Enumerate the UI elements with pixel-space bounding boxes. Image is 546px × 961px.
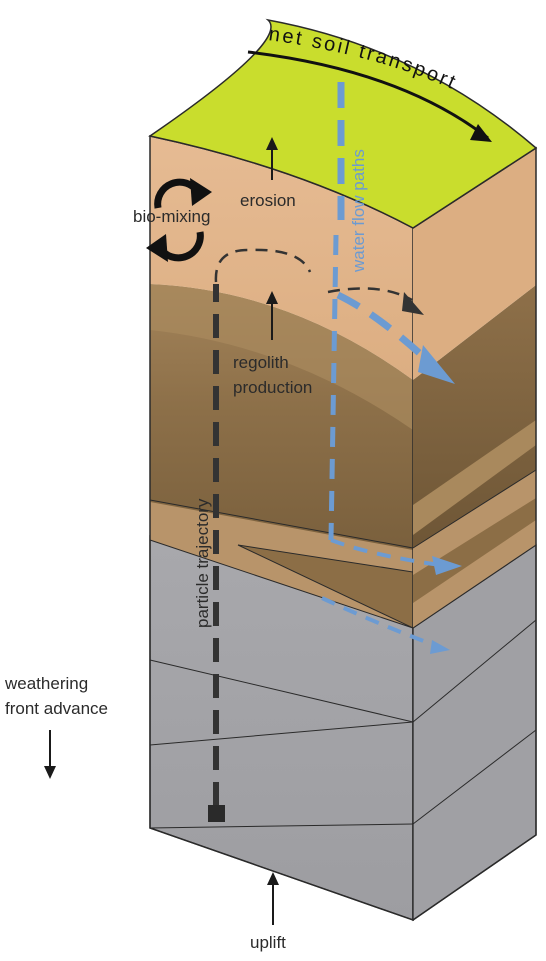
regolith-layer-side	[413, 285, 536, 548]
particle-trajectory-label: particle trajectory	[193, 498, 212, 628]
bedrock-fractures	[149, 499, 414, 829]
erosion-arrowhead	[266, 137, 278, 150]
regolith-production-label-line1: regolith	[233, 353, 289, 372]
particle-marker	[208, 805, 225, 822]
regolith-production-label-line2: production	[233, 378, 312, 397]
water-flow-paths	[321, 82, 443, 650]
regolith-production-arrowhead	[266, 291, 278, 304]
particle-trajectory-path	[213, 248, 413, 806]
uplift-label: uplift	[250, 933, 286, 952]
water-flow-paths-label: water flow paths	[349, 149, 368, 273]
topsoil-layer-side	[413, 148, 536, 380]
saprolite-dark-stripe-side	[413, 498, 536, 603]
weathering-front-arrowhead	[44, 766, 56, 779]
side-strata-lines	[412, 469, 537, 825]
water-arrowhead-lower	[430, 640, 450, 654]
weathering-front-label-line1: weathering	[4, 674, 88, 693]
weathering-front-label-line2: front advance	[5, 699, 108, 718]
water-arrowhead-upper	[418, 345, 455, 384]
net-soil-transport-arrow	[247, 50, 489, 140]
net-soil-transport-arrowhead	[470, 124, 492, 142]
water-arrowhead-middle	[432, 556, 462, 575]
particle-trajectory-arrowhead	[402, 292, 424, 315]
uplift-arrowhead	[267, 872, 279, 885]
bio-mixing-label: bio-mixing	[133, 207, 210, 226]
regolith-light-stripe-side	[413, 420, 536, 535]
bio-mixing-icon	[146, 178, 212, 262]
erosion-label: erosion	[240, 191, 296, 210]
